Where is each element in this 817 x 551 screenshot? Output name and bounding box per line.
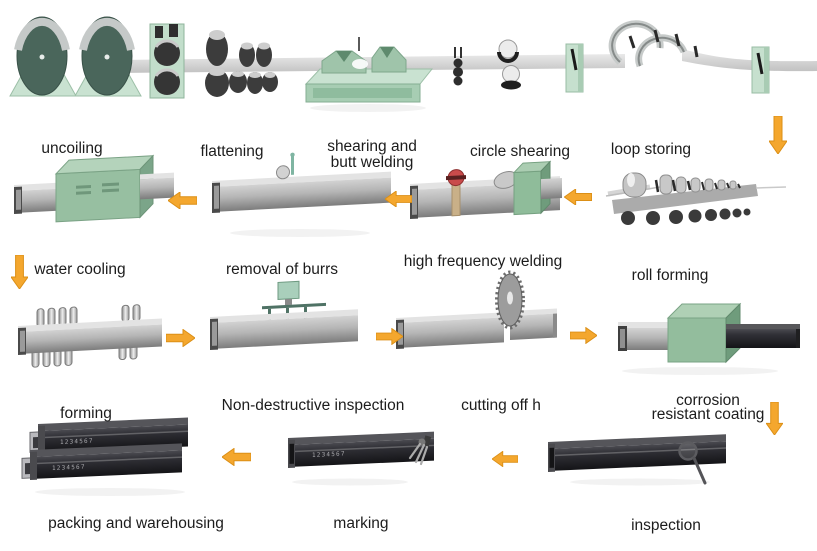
label-uncoiling: uncoiling — [41, 140, 103, 157]
label-line: resistant coating — [651, 406, 765, 423]
label-forming: forming — [60, 405, 112, 422]
flow-arrow-right-icon — [376, 328, 403, 345]
flow-arrow-down-icon — [11, 255, 28, 289]
guide-rolls — [453, 47, 463, 86]
label-cutting-off: cutting off h — [461, 397, 541, 414]
roll-forming-machine — [618, 302, 800, 364]
flow-arrow-left-icon — [385, 191, 412, 207]
label-flattening: flattening — [200, 143, 264, 160]
label-roll-forming: roll forming — [631, 267, 709, 284]
press-welder — [304, 37, 434, 103]
label-packing-and-warehousing: packing and warehousing — [48, 515, 224, 532]
uncoiling-machine — [14, 154, 174, 223]
strip-stand-1 — [565, 43, 584, 93]
shadows — [35, 104, 778, 496]
label-removal-of-burrs: removal of burrs — [226, 261, 338, 278]
marking-device — [408, 435, 432, 466]
uncoiler-coil-2 — [74, 16, 142, 97]
strip-loop — [608, 20, 699, 68]
flow-arrow-left-icon — [168, 192, 197, 209]
strip-stand-2 — [751, 46, 770, 94]
deburring-machine — [210, 280, 358, 350]
label-non-destructive-inspection: Non-destructive inspection — [221, 397, 405, 414]
flow-arrow-down-icon — [766, 402, 783, 435]
label-circle-shearing: circle shearing — [470, 143, 570, 160]
flow-arrow-left-icon — [492, 451, 518, 467]
label-shearing-butt-welding: shearing and butt welding — [314, 139, 430, 171]
label-line: corrosion — [676, 392, 740, 409]
loop-storing-machine — [605, 172, 787, 225]
flattening-machine — [212, 152, 391, 213]
flow-arrow-left-icon — [222, 448, 251, 466]
label-line: shearing and — [327, 138, 417, 155]
label-water-cooling: water cooling — [34, 261, 126, 278]
flattener-stand — [149, 23, 185, 99]
flow-arrow-right-icon — [570, 327, 597, 344]
flow-arrow-down-icon — [769, 116, 787, 154]
flow-arrow-right-icon — [166, 329, 195, 347]
tube-marking-text: 1234567 — [60, 438, 94, 446]
formed-tubes: 1234567 — [29, 417, 188, 454]
flow-arrow-left-icon — [564, 189, 592, 205]
formed-tubes-2: 1234567 — [21, 443, 182, 480]
pinch-rolls — [205, 30, 278, 97]
marking-tube: 1234567 — [288, 431, 434, 468]
edge-rolls — [497, 39, 521, 90]
saw-blade — [495, 270, 525, 330]
overview-line — [9, 16, 817, 103]
circle-shearing-machine — [410, 160, 562, 219]
label-marking: marking — [333, 515, 389, 532]
hf-welding-machine — [396, 308, 557, 349]
uncoiler-coil-1 — [9, 16, 77, 97]
water-cooling-machine — [18, 304, 162, 368]
inspection-tube — [548, 434, 726, 472]
magnifier-icon — [678, 441, 707, 485]
label-inspection: inspection — [631, 517, 701, 534]
label-loop-storing: loop storing — [610, 141, 692, 158]
label-line: butt welding — [330, 154, 414, 171]
tube-marking-text: 1234567 — [312, 450, 346, 458]
label-high-frequency-welding: high frequency welding — [403, 253, 563, 270]
tube-marking-text: 1234567 — [52, 464, 86, 472]
label-corrosion-resistant-coating: corrosion resistant coating — [644, 392, 772, 423]
